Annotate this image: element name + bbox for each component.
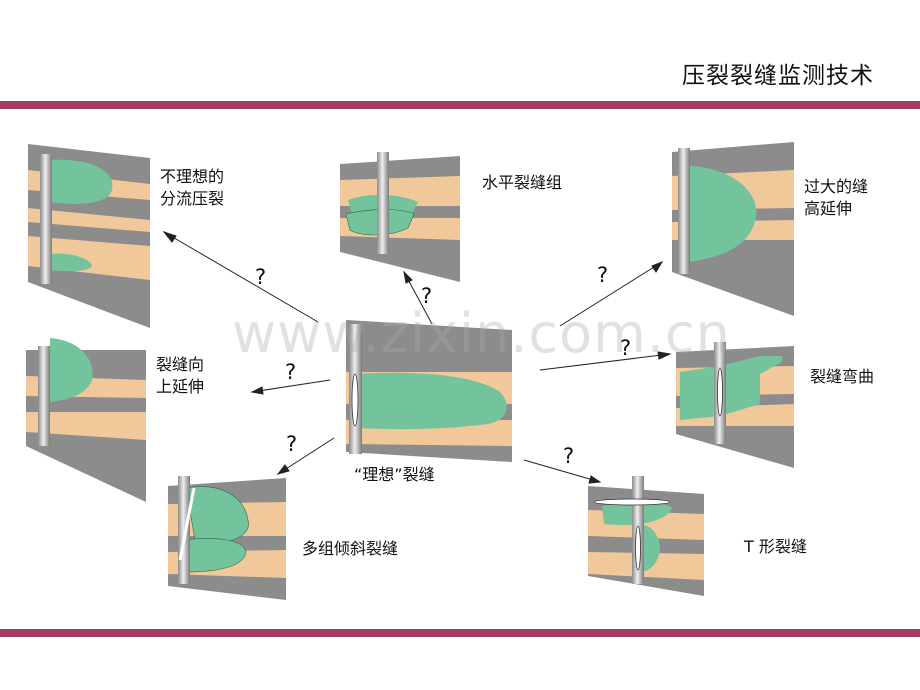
bottom-divider bbox=[0, 629, 920, 637]
label-t-shape: T 形裂缝 bbox=[744, 537, 807, 556]
panel-undesired-branch bbox=[28, 144, 150, 328]
label-line: 不理想的 bbox=[160, 167, 225, 186]
panel-bent bbox=[676, 342, 794, 468]
page-title: 压裂裂缝监测技术 bbox=[682, 63, 874, 89]
question-mark: ? bbox=[597, 263, 609, 287]
label-bent: 裂缝弯曲 bbox=[810, 367, 875, 386]
wellbore bbox=[178, 476, 190, 584]
label-line: 高延伸 bbox=[804, 199, 853, 218]
question-mark: ? bbox=[255, 265, 267, 289]
label-line: 裂缝向 bbox=[156, 355, 205, 374]
arrows bbox=[162, 230, 672, 484]
question-mark: ? bbox=[620, 336, 632, 360]
question-mark: ? bbox=[421, 284, 433, 308]
fracture-shape bbox=[50, 159, 113, 204]
label-inclined-group: 多组倾斜裂缝 bbox=[302, 539, 399, 558]
label-too-high: 过大的缝 高延伸 bbox=[804, 176, 868, 220]
question-mark: ? bbox=[286, 432, 298, 456]
question-mark: ? bbox=[563, 444, 575, 468]
label-line: 分流压裂 bbox=[160, 189, 225, 208]
label-undesired-branch: 不理想的 分流压裂 bbox=[160, 166, 224, 210]
label-line: 上延伸 bbox=[156, 377, 205, 396]
label-upward: 裂缝向 上延伸 bbox=[156, 354, 204, 398]
panel-t-shape bbox=[588, 476, 704, 596]
wellbore bbox=[40, 154, 52, 284]
label-line: 过大的缝 bbox=[804, 177, 869, 196]
wellbore bbox=[38, 346, 50, 446]
panel-upward bbox=[26, 338, 146, 502]
panel-ideal bbox=[346, 320, 512, 462]
wellbore bbox=[377, 152, 389, 254]
panel-horizontal-group bbox=[340, 152, 460, 282]
top-divider bbox=[0, 101, 920, 109]
question-mark: ? bbox=[285, 360, 297, 384]
wellbore bbox=[678, 148, 690, 274]
panel-inclined-group bbox=[168, 476, 286, 600]
panel-too-high bbox=[672, 142, 794, 316]
label-ideal: “理想”裂缝 bbox=[354, 465, 435, 484]
watermark: www.zixin.com.cn bbox=[232, 302, 731, 365]
label-horizontal-group: 水平裂缝组 bbox=[482, 173, 563, 192]
